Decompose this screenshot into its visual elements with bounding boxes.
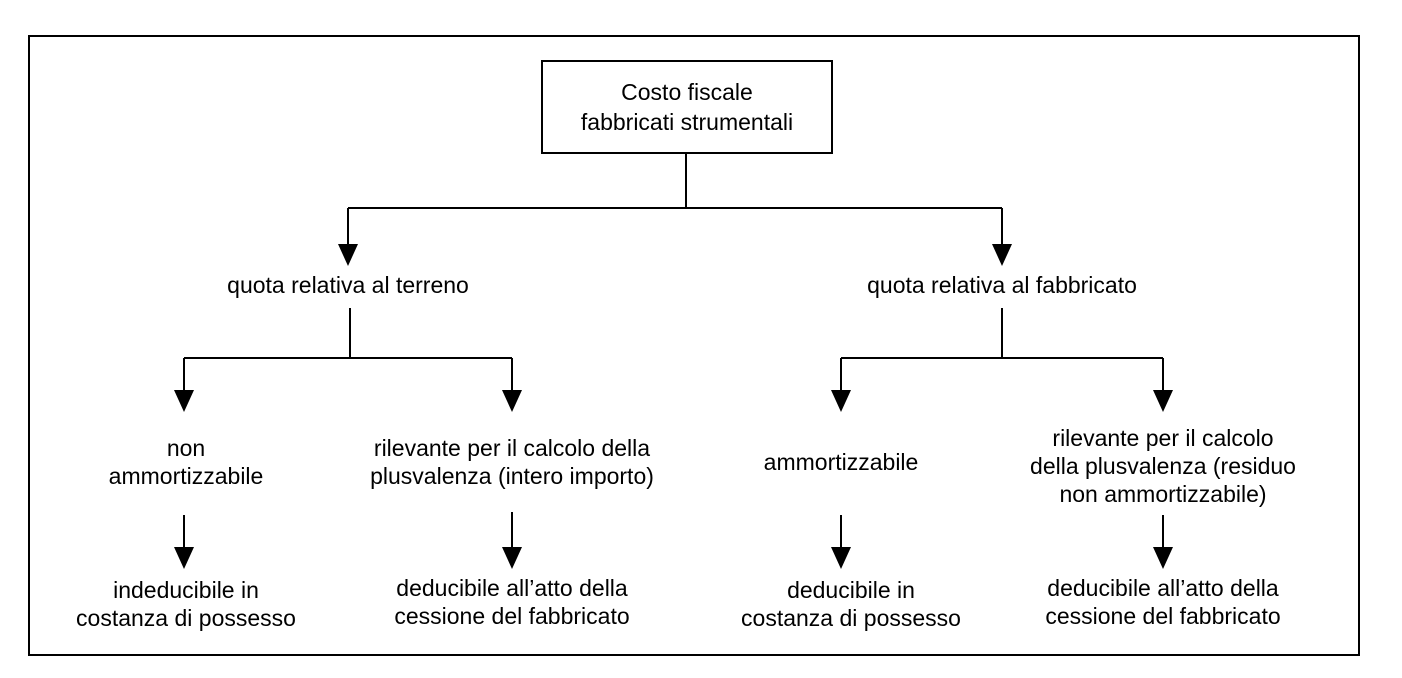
arrow-down-icon: [992, 244, 1012, 266]
node-label-line: costanza di possesso: [76, 605, 296, 631]
node-deducibile-possesso: deducibile in costanza di possesso: [741, 576, 961, 632]
root-node-line: fabbricati strumentali: [580, 109, 794, 135]
node-label-line: costanza di possesso: [741, 605, 961, 631]
node-rilevante-intero: rilevante per il calcolo della plusvalen…: [370, 434, 654, 490]
arrow-down-icon: [338, 244, 358, 266]
root-node: Costo fiscale fabbricati strumentali: [541, 60, 833, 154]
node-label-line: rilevante per il calcolo della: [373, 435, 651, 461]
node-deducibile-cessione-right: deducibile all’atto della cessione del f…: [1045, 574, 1280, 630]
node-label-line: plusvalenza (intero importo): [370, 463, 654, 489]
node-quota-fabbricato: quota relativa al fabbricato: [867, 271, 1137, 299]
node-indeducibile: indeducibile in costanza di possesso: [76, 576, 296, 632]
arrow-down-icon: [1153, 390, 1173, 412]
node-label: quota relativa al fabbricato: [867, 272, 1137, 298]
node-label-line: cessione del fabbricato: [1045, 603, 1281, 629]
node-label-line: deducibile in: [787, 577, 915, 603]
node-non-ammortizzabile: non ammortizzabile: [109, 434, 264, 490]
node-deducibile-cessione-left: deducibile all’atto della cessione del f…: [394, 574, 629, 630]
node-label-line: della plusvalenza (residuo: [1030, 453, 1296, 479]
node-label-line: ammortizzabile: [108, 463, 264, 489]
node-label-line: deducibile all’atto della: [1047, 575, 1279, 601]
node-label-line: non: [166, 435, 206, 461]
diagram-frame: [28, 35, 1360, 656]
node-ammortizzabile: ammortizzabile: [764, 448, 919, 476]
node-rilevante-residuo: rilevante per il calcolo della plusvalen…: [1030, 424, 1296, 508]
arrow-down-icon: [174, 547, 194, 569]
node-label-line: deducibile all’atto della: [396, 575, 628, 601]
arrow-down-icon: [502, 390, 522, 412]
node-label: quota relativa al terreno: [227, 272, 469, 298]
arrow-down-icon: [831, 547, 851, 569]
arrow-down-icon: [1153, 547, 1173, 569]
node-label-line: rilevante per il calcolo: [1052, 425, 1274, 451]
node-quota-terreno: quota relativa al terreno: [227, 271, 469, 299]
node-label-line: ammortizzabile: [763, 449, 919, 475]
node-label-line: non ammortizzabile): [1059, 481, 1267, 507]
arrow-down-icon: [831, 390, 851, 412]
arrow-down-icon: [502, 547, 522, 569]
root-node-line: Costo fiscale: [621, 79, 753, 105]
node-label-line: cessione del fabbricato: [394, 603, 630, 629]
arrow-down-icon: [174, 390, 194, 412]
node-label-line: indeducibile in: [113, 577, 259, 603]
